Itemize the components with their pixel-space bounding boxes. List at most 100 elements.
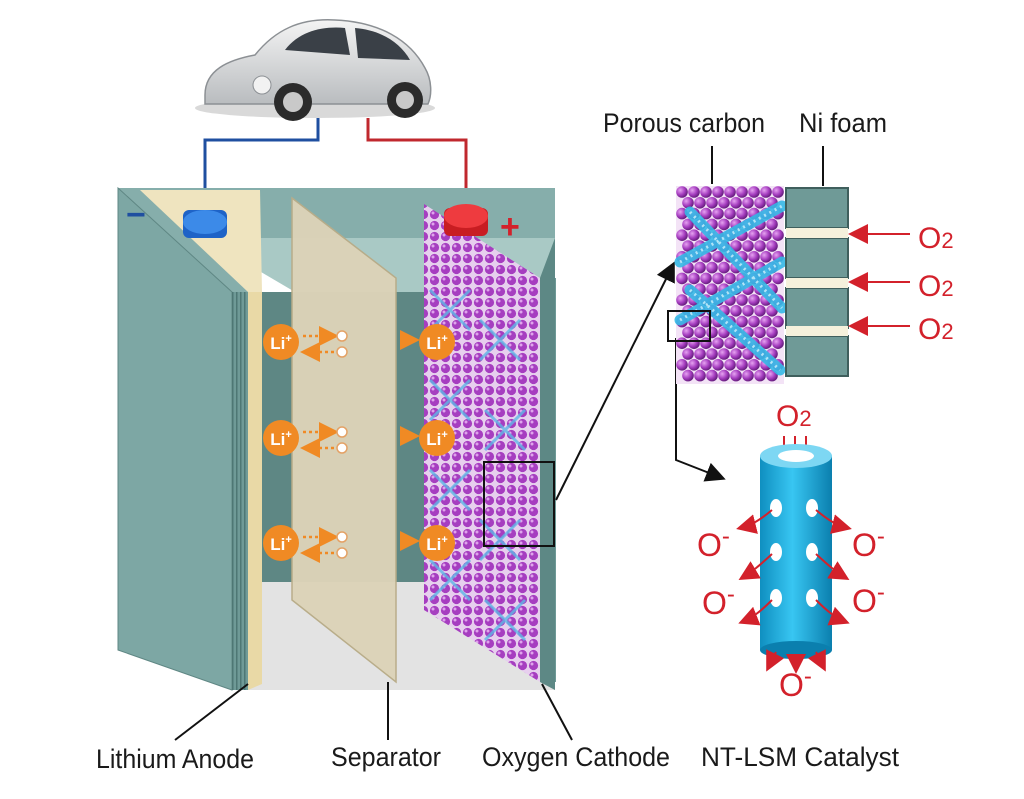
positive-wire: [366, 118, 468, 208]
svg-text:O-: O-: [779, 663, 812, 703]
carbon-particle: [682, 218, 694, 231]
carbon-particle: [748, 294, 760, 306]
carbon-particle: [748, 315, 760, 328]
carbon-particle: [736, 186, 748, 198]
carbon-particle: [682, 197, 694, 209]
carbon-particle: [688, 272, 700, 285]
svg-text:O-: O-: [702, 581, 735, 621]
catalyst-tube: O2 O- O- O-: [697, 400, 885, 703]
carbon-particle: [766, 218, 778, 231]
svg-text:Li+: Li+: [270, 333, 292, 353]
carbon-particle: [730, 348, 742, 360]
li-ion: [419, 420, 455, 456]
car-illustration: [195, 19, 435, 121]
carbon-particle: [736, 315, 748, 328]
carbon-particle: [724, 337, 736, 350]
svg-text:O2: O2: [918, 222, 954, 255]
carbon-particle: [736, 294, 748, 306]
carbon-particle: [688, 337, 700, 350]
carbon-particle: [742, 305, 754, 317]
carbon-particle: [682, 326, 694, 339]
carbon-zoom-box: [667, 310, 711, 342]
carbon-particle: [754, 369, 766, 382]
svg-text:Li+: Li+: [426, 429, 448, 449]
carbon-particle: [700, 315, 712, 328]
carbon-particle: [706, 283, 718, 296]
svg-text:O-: O-: [852, 523, 885, 563]
label-oxygen-cathode: Oxygen Cathode: [482, 742, 670, 772]
carbon-particle: [754, 326, 766, 339]
carbon-particle: [772, 229, 784, 241]
label-catalyst: NT-LSM Catalyst: [701, 742, 899, 772]
lithium-ions: Li+ Li+ Li+ Li+ Li+: [263, 324, 455, 563]
svg-text:Li+: Li+: [270, 534, 292, 554]
carbon-particle: [754, 197, 766, 209]
cathode-layer: [424, 204, 540, 682]
carbon-particle: [676, 337, 688, 350]
carbon-particle: [772, 272, 784, 285]
carbon-particle: [736, 207, 748, 220]
carbon-particle: [718, 197, 730, 209]
positive-terminal: [444, 204, 488, 236]
ni-foam-detail: [785, 187, 849, 377]
cathode-zoom-box: [483, 461, 555, 547]
carbon-particle: [760, 250, 772, 263]
li-ion: [263, 525, 299, 561]
carbon-particle: [718, 348, 730, 360]
carbon-particle: [760, 315, 772, 328]
carbon-particle: [676, 359, 688, 371]
svg-text:Li+: Li+: [270, 429, 292, 449]
carbon-particle: [754, 305, 766, 317]
carbon-particle: [688, 359, 700, 371]
li-ion: [419, 525, 455, 561]
carbon-particle: [694, 326, 706, 339]
carbon-particle: [700, 207, 712, 220]
carbon-particle: [766, 326, 778, 339]
carbon-particle: [712, 272, 724, 285]
carbon-particle: [748, 359, 760, 371]
svg-text:O2: O2: [918, 313, 954, 346]
carbon-particle: [712, 337, 724, 350]
carbon-particle: [772, 315, 784, 328]
carbon-particle: [754, 240, 766, 252]
carbon-particle: [742, 369, 754, 382]
negative-sign: −: [126, 196, 146, 234]
carbon-particle: [712, 207, 724, 220]
oxygen-inflow: O2 O2 O2: [848, 222, 954, 346]
carbon-particle: [676, 186, 688, 198]
separator-sheet: [291, 196, 397, 684]
positive-sign: +: [500, 208, 520, 246]
carbon-particle: [730, 305, 742, 317]
carbon-particle: [712, 359, 724, 371]
carbon-particle: [724, 272, 736, 285]
svg-text:O2: O2: [776, 400, 812, 433]
svg-text:O-: O-: [697, 523, 730, 563]
carbon-particle: [760, 229, 772, 241]
carbon-particle: [688, 229, 700, 241]
carbon-particle: [760, 337, 772, 350]
carbon-particle: [682, 369, 694, 382]
carbon-particle: [724, 186, 736, 198]
carbon-particle: [706, 369, 718, 382]
carbon-particle: [724, 359, 736, 371]
carbon-particle: [718, 261, 730, 274]
carbon-particle: [730, 369, 742, 382]
li-ion: [263, 420, 299, 456]
carbon-particle: [724, 207, 736, 220]
carbon-particle: [748, 250, 760, 263]
carbon-particle: [682, 348, 694, 360]
svg-text:O-: O-: [852, 579, 885, 619]
carbon-particle: [694, 261, 706, 274]
carbon-particle: [706, 261, 718, 274]
carbon-particle: [700, 272, 712, 285]
battery-cell: [117, 186, 556, 691]
carbon-particle: [772, 337, 784, 350]
label-separator: Separator: [331, 742, 441, 772]
carbon-particle: [676, 294, 688, 306]
svg-text:Li+: Li+: [426, 333, 448, 353]
carbon-particle: [730, 240, 742, 252]
carbon-particle: [688, 186, 700, 198]
carbon-particle: [736, 359, 748, 371]
carbon-particle: [706, 326, 718, 339]
